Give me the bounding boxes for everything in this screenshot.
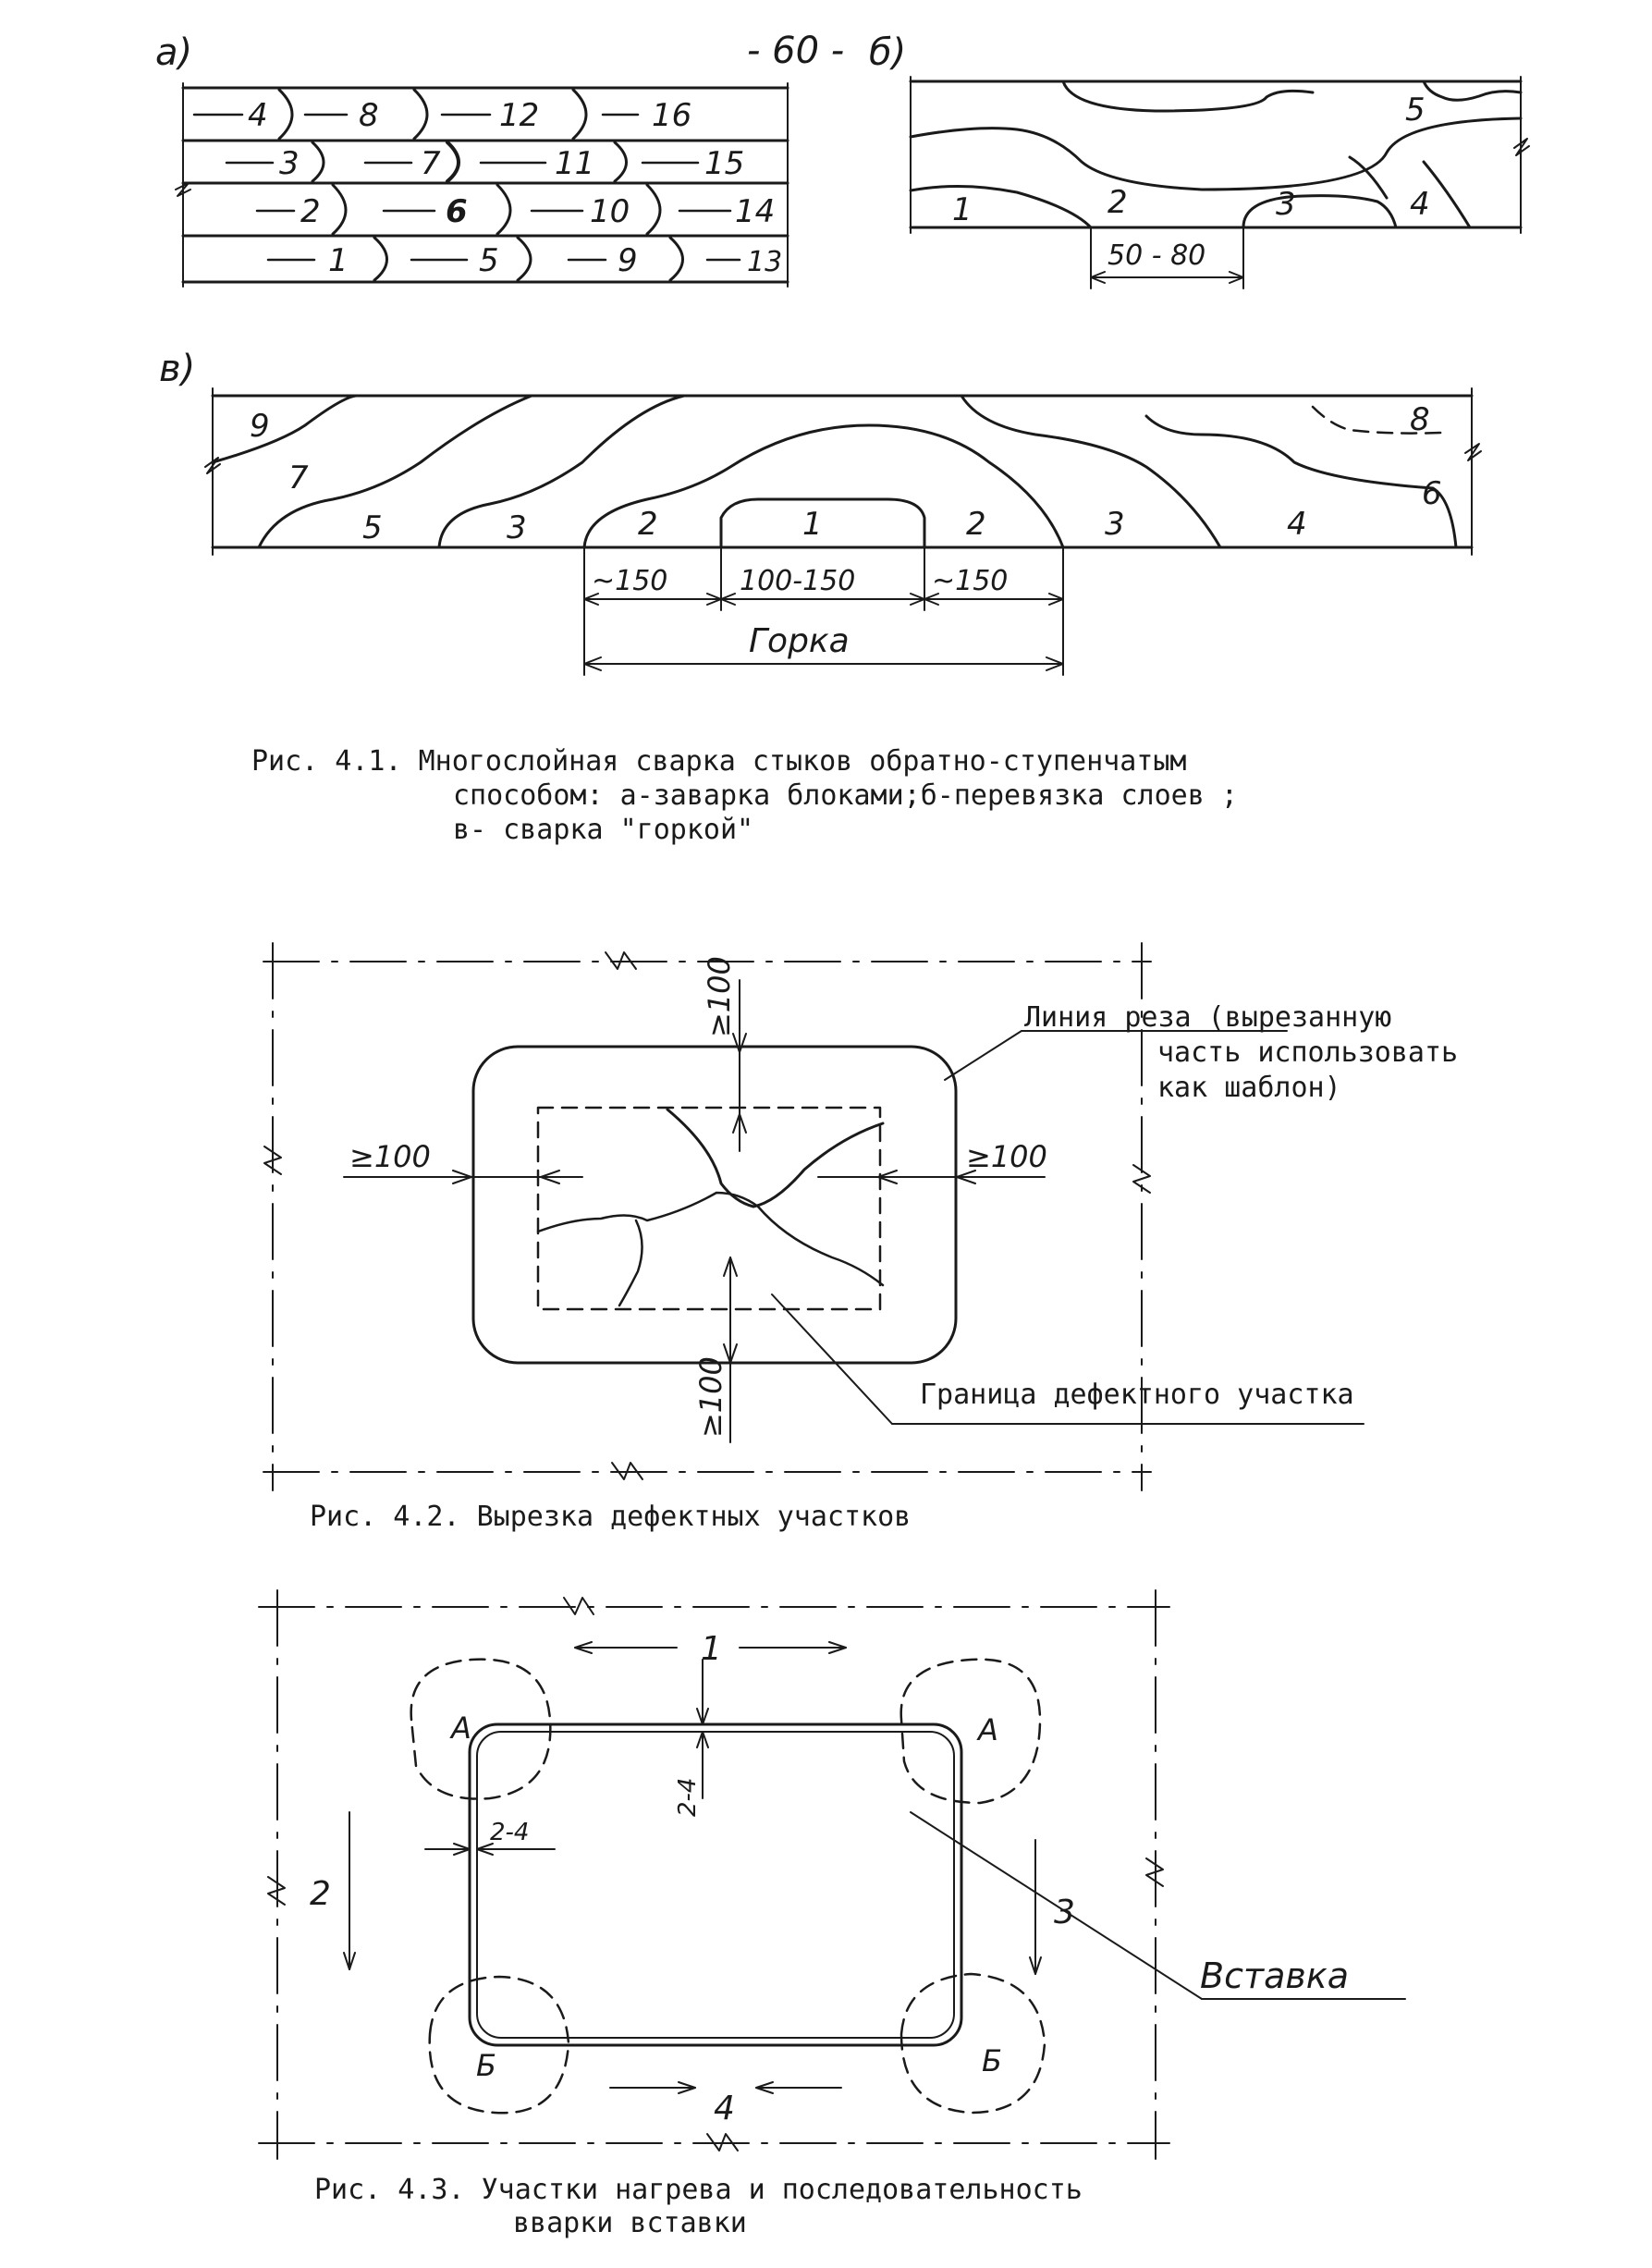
figure-4-2: ≥100 ≥100 ≥100 ≥100 Линия реза (вырезанн… <box>263 942 1458 1533</box>
zone-a-left-label: А <box>449 1710 471 1746</box>
heating-zone-b-right <box>899 1972 1046 2115</box>
v-layer-4: 4 <box>1287 506 1307 543</box>
fig1-caption-line2: способом: а-заварка блоками;б-перевязка … <box>453 779 1238 812</box>
b-dim-50-80: 50 - 80 <box>1107 239 1205 272</box>
v-dim-gorka: Горка <box>749 622 850 660</box>
panel-v-label: в) <box>159 348 195 390</box>
a-pass-7: 7 <box>421 145 441 182</box>
fig1-panel-b: б) 5 1 2 3 4 50 - 80 <box>869 31 1530 289</box>
seq-3: 3 <box>1054 1894 1075 1931</box>
fig2-cut-label-line3: как шаблон) <box>1157 1072 1341 1104</box>
v-dim-left-150: ~150 <box>592 565 667 597</box>
fig1-panel-v: в) 9 7 5 3 2 1 2 3 4 8 6 <box>159 348 1482 676</box>
v-layer-5: 5 <box>362 509 383 546</box>
fig2-dim-right: ≥100 <box>966 1139 1047 1174</box>
v-layer-1: 1 <box>802 506 823 543</box>
insert-inner-outline <box>476 1731 955 2039</box>
figure-4-1: а) 4 8 12 16 3 7 <box>155 31 1530 846</box>
b-layer-2: 2 <box>1107 184 1128 221</box>
a-pass-16: 16 <box>652 97 691 134</box>
v-layer-6: 6 <box>1422 475 1442 512</box>
fig2-caption: Рис. 4.2. Вырезка дефектных участков <box>310 1501 911 1533</box>
fig2-border-label: Граница дефектного участка <box>920 1379 1354 1411</box>
heating-zone-a-right <box>899 1658 1042 1805</box>
fig2-cut-label-line2: часть использовать <box>1157 1036 1458 1069</box>
v-layer-7: 7 <box>288 460 309 497</box>
fig2-cut-label-line1: Линия реза (вырезанную <box>1024 1001 1391 1034</box>
fig1-caption-line3: в- сварка "горкой" <box>453 814 753 846</box>
v-layer-3-left: 3 <box>507 509 527 546</box>
a-pass-12: 12 <box>499 97 539 134</box>
figure-4-3: А А Б Б 1 2 3 4 2-4 2-4 Вста <box>258 1589 1406 2239</box>
fig1-panel-a: а) 4 8 12 16 3 7 <box>155 31 789 288</box>
b-layer-4: 4 <box>1410 186 1430 223</box>
v-dim-center-100-150: 100-150 <box>740 565 855 597</box>
panel-a-label: а) <box>155 31 192 74</box>
fig3-caption-line1: Рис. 4.3. Участки нагрева и последовател… <box>314 2174 1083 2206</box>
fig3-caption-line2: вварки вставки <box>513 2207 747 2239</box>
b-layer-1: 1 <box>952 191 973 228</box>
heating-zone-a-left <box>410 1658 552 1800</box>
a-pass-4: 4 <box>248 97 268 134</box>
insert-outer-outline <box>468 1722 963 2047</box>
cut-line-outline <box>471 1045 958 1365</box>
v-layer-9: 9 <box>250 408 270 445</box>
zone-b-right-label: Б <box>982 2043 1002 2078</box>
page-number: - 60 - <box>747 30 844 72</box>
b-layer-5: 5 <box>1405 92 1426 129</box>
fig2-dim-bottom: ≥100 <box>693 1356 728 1438</box>
a-pass-2: 2 <box>300 193 321 230</box>
defect-boundary <box>536 1106 882 1311</box>
a-pass-5: 5 <box>479 242 499 279</box>
a-pass-11: 11 <box>555 145 594 182</box>
a-pass-14: 14 <box>735 193 775 230</box>
fig1-caption-line1: Рис. 4.1. Многослойная сварка стыков обр… <box>251 745 1186 778</box>
seq-4: 4 <box>714 2090 735 2127</box>
a-pass-9: 9 <box>618 242 638 279</box>
v-layer-3-right: 3 <box>1105 506 1125 543</box>
gap-horizontal-dim: 2-4 <box>490 1819 529 1846</box>
a-pass-8: 8 <box>359 97 379 134</box>
fig2-dim-top: ≥100 <box>702 956 737 1037</box>
zone-b-left-label: Б <box>476 2048 496 2083</box>
a-pass-3: 3 <box>279 145 300 182</box>
v-dim-right-150: ~150 <box>932 565 1008 597</box>
seq-2: 2 <box>310 1875 331 1913</box>
a-pass-1: 1 <box>328 242 349 279</box>
v-layer-2-left: 2 <box>638 506 658 543</box>
gap-vertical-dim: 2-4 <box>674 1778 702 1817</box>
insert-label: Вставка <box>1200 1955 1349 1996</box>
b-layer-3: 3 <box>1276 186 1296 223</box>
a-pass-13: 13 <box>747 246 782 278</box>
a-pass-6: 6 <box>446 193 468 230</box>
a-pass-15: 15 <box>704 145 744 182</box>
a-pass-10: 10 <box>590 193 630 230</box>
v-layer-8: 8 <box>1410 401 1430 438</box>
v-layer-2-right: 2 <box>966 506 986 543</box>
seq-1: 1 <box>701 1630 722 1668</box>
zone-a-right-label: А <box>976 1712 998 1747</box>
fig2-dim-left: ≥100 <box>349 1139 431 1174</box>
heating-zone-b-left <box>428 1975 570 2115</box>
panel-b-label: б) <box>869 31 906 74</box>
